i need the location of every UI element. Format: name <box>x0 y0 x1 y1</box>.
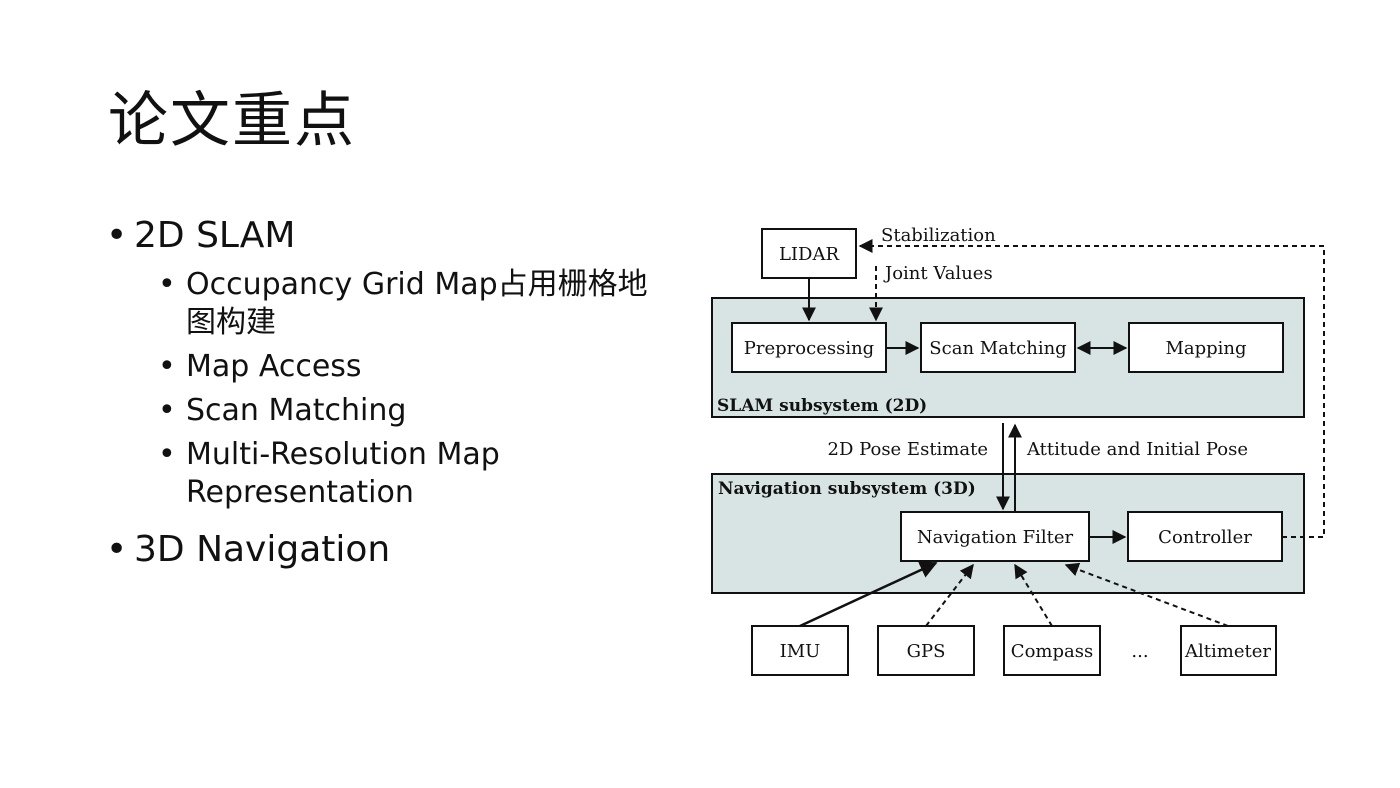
controller-box <box>1127 511 1283 562</box>
lidar-box <box>761 228 857 279</box>
altimeter-box <box>1180 625 1277 676</box>
stabilization-dashed-line <box>858 239 1325 538</box>
gps-box <box>877 625 975 676</box>
ellipsis-label: ... <box>1131 641 1148 662</box>
compass-dashed-arrow <box>1014 563 1053 627</box>
sub-bullet-scan-matching: • Scan Matching <box>158 392 676 430</box>
bullet-dot: • <box>158 393 176 428</box>
bullet-2d-slam: 2D SLAM <box>106 212 686 260</box>
controller-label: Controller <box>1158 527 1252 548</box>
gps-label: GPS <box>907 641 946 662</box>
altimeter-dashed-arrow <box>1064 562 1229 627</box>
bullet-3d-navigation: 3D Navigation <box>106 526 686 574</box>
bullet-dot: • <box>158 349 176 384</box>
navigation-filter-box <box>900 511 1090 562</box>
preprocessing-label: Preprocessing <box>744 338 874 359</box>
imu-label: IMU <box>780 641 821 662</box>
imu-box <box>751 625 849 676</box>
sub-bullet-occupancy-grid: • Occupancy Grid Map占用栅格地图构建 <box>158 266 676 342</box>
sub-bullet-text: Scan Matching <box>186 393 407 428</box>
mapping-label: Mapping <box>1165 338 1246 359</box>
scan-matching-box <box>920 322 1076 373</box>
sub-bullet-text: Occupancy Grid Map占用栅格地图构建 <box>186 267 648 340</box>
navigation-filter-label: Navigation Filter <box>917 527 1074 548</box>
sub-bullet-multi-resolution: • Multi-Resolution Map Representation <box>158 436 676 512</box>
navigation-subsystem-label: Navigation subsystem (3D) <box>718 479 976 499</box>
bullet-dot: • <box>158 267 176 302</box>
bullet-list: 2D SLAM • Occupancy Grid Map占用栅格地图构建 • Map… <box>106 212 686 574</box>
slam-subsystem-label: SLAM subsystem (2D) <box>717 396 927 416</box>
compass-label: Compass <box>1011 641 1093 662</box>
sub-bullet-text: Map Access <box>186 349 362 384</box>
scan-matching-label: Scan Matching <box>929 338 1066 359</box>
slide-title: 论文重点 <box>108 86 356 156</box>
sub-bullet-map-access: • Map Access <box>158 348 676 386</box>
altimeter-label: Altimeter <box>1184 641 1271 662</box>
stabilization-label: Stabilization <box>881 225 996 246</box>
attitude-label: Attitude and Initial Pose <box>1026 439 1248 460</box>
lidar-label: LIDAR <box>779 244 839 265</box>
pose-estimate-label: 2D Pose Estimate <box>828 439 989 460</box>
mapping-box <box>1128 322 1284 373</box>
imu-arrow <box>799 561 938 628</box>
sub-bullet-text: Multi-Resolution Map Representation <box>186 437 500 510</box>
gps-dashed-arrow <box>925 563 974 627</box>
joint-values-label: Joint Values <box>883 263 993 284</box>
bullet-dot: • <box>158 437 176 472</box>
